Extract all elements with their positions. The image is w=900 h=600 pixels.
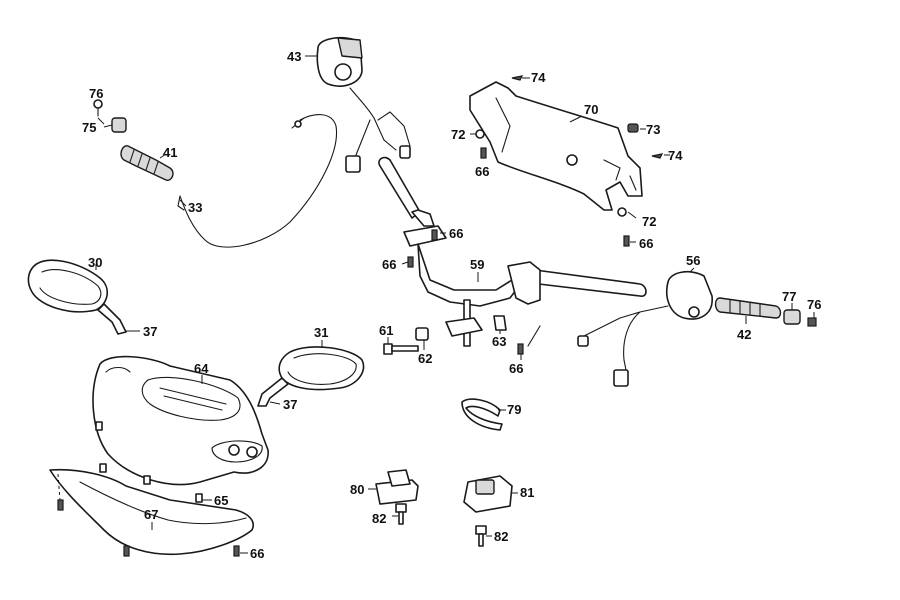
label-76-right: 76 [807, 297, 821, 312]
part-81-relay [463, 475, 513, 513]
part-31-right-mirror [278, 346, 365, 391]
part-66-screw-b [623, 235, 630, 247]
label-76-left: 76 [89, 86, 103, 101]
label-56: 56 [686, 253, 700, 268]
part-61-bolt [383, 343, 419, 355]
part-62-nut [415, 327, 429, 341]
part-70-rear-cover [469, 81, 643, 211]
label-33: 33 [188, 200, 202, 215]
part-74-clip-top [511, 75, 524, 81]
label-70: 70 [584, 102, 598, 117]
label-64: 64 [194, 361, 209, 376]
part-37-mirror-stem-right [257, 377, 289, 407]
label-42: 42 [737, 327, 751, 342]
label-74-right: 74 [668, 148, 683, 163]
label-65: 65 [214, 493, 228, 508]
part-43-left-switch [316, 36, 411, 173]
part-66-screw-f [57, 499, 240, 557]
label-72-top: 72 [451, 127, 465, 142]
label-37-right: 37 [283, 397, 297, 412]
label-73: 73 [646, 122, 660, 137]
part-59-handlebar [378, 156, 647, 347]
part-82-screw-b [475, 525, 487, 547]
label-79: 79 [507, 402, 521, 417]
label-41: 41 [163, 145, 177, 160]
part-82-screw-a [395, 503, 407, 525]
label-66-cover: 66 [475, 164, 489, 179]
label-75: 75 [82, 120, 96, 135]
label-31: 31 [314, 325, 328, 340]
part-41-left-grip [120, 145, 174, 181]
label-82-left: 82 [372, 511, 386, 526]
part-66-screw-c [431, 229, 438, 241]
leader-lines [95, 55, 815, 554]
part-74-clip-right [651, 153, 664, 159]
part-66-screw-a [480, 147, 487, 159]
part-73-nut [627, 123, 639, 133]
label-30: 30 [88, 255, 102, 270]
part-64-front-cover [92, 355, 269, 486]
part-76-screw-right [807, 317, 817, 327]
part-77-bar-end-right [783, 309, 801, 325]
part-67-lower-cover [49, 468, 254, 556]
label-82-right: 82 [494, 529, 508, 544]
part-42-right-grip [714, 297, 782, 319]
label-43: 43 [287, 49, 301, 64]
part-65-clips [95, 421, 203, 503]
label-80: 80 [350, 482, 364, 497]
label-66-bar: 66 [449, 226, 463, 241]
label-66-right: 66 [639, 236, 653, 251]
part-33-throttle-cable [177, 114, 338, 248]
part-75-bar-end-left [111, 117, 127, 133]
label-67: 67 [144, 507, 158, 522]
label-66-hw: 66 [509, 361, 523, 376]
part-37-mirror-stem-left [97, 303, 127, 335]
part-80-bracket [375, 469, 419, 505]
label-66-bottom: 66 [250, 546, 264, 561]
label-77: 77 [782, 289, 796, 304]
label-59: 59 [470, 257, 484, 272]
label-81: 81 [520, 485, 534, 500]
label-61: 61 [379, 323, 393, 338]
part-72-grommet-top [475, 129, 485, 139]
label-37-left: 37 [143, 324, 157, 339]
part-72-grommet-right [617, 207, 627, 217]
part-66-screw-e [517, 325, 541, 355]
part-79-band [461, 398, 503, 431]
label-66-bar-left: 66 [382, 257, 396, 272]
label-72-right: 72 [642, 214, 656, 229]
label-74-top: 74 [531, 70, 546, 85]
callout-labels: 43 74 70 72 73 66 74 72 66 76 75 41 33 6… [82, 49, 821, 561]
label-63: 63 [492, 334, 506, 349]
part-76-screw-left [93, 99, 103, 117]
part-66-screw-d [407, 256, 414, 268]
part-30-left-mirror [27, 259, 108, 313]
part-63-clamp [493, 315, 507, 331]
part-56-right-switch [577, 270, 713, 387]
label-62: 62 [418, 351, 432, 366]
